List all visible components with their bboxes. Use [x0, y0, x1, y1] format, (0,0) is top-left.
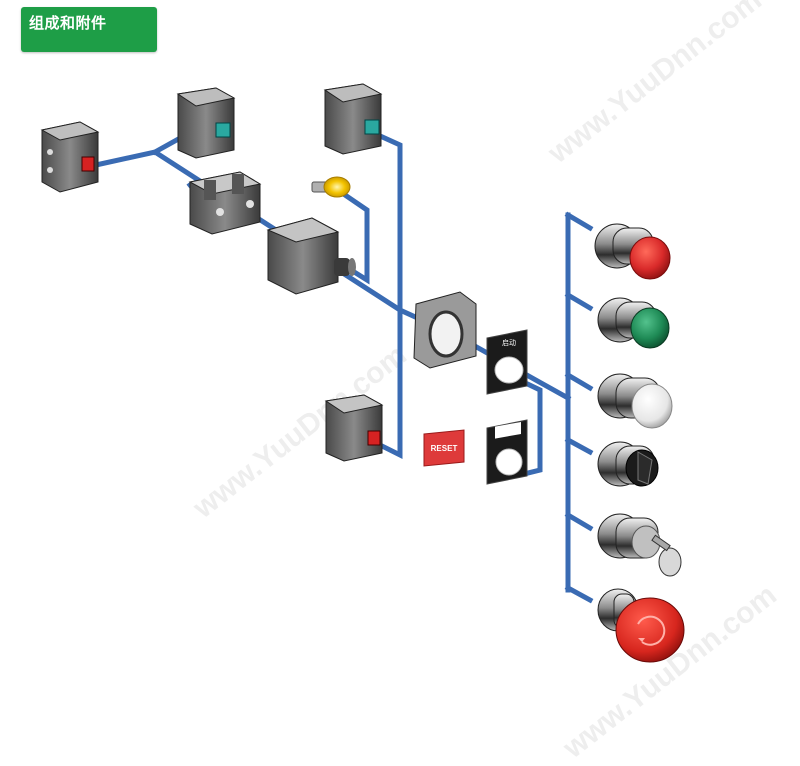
legend-plate-top: 启动 [486, 329, 528, 395]
reset-tag: RESET [423, 429, 465, 467]
legend-plate-label: 启动 [502, 338, 516, 347]
green-flush-pushbutton [597, 297, 670, 349]
emergency-stop-mushroom-button [597, 588, 685, 663]
title-badge: 组成和附件 [21, 7, 157, 52]
double-contact-module [188, 171, 262, 235]
legend-holder-blank [486, 419, 528, 485]
lamp-holder-module [266, 217, 356, 295]
contact-block-right-top [323, 83, 383, 155]
contact-block-bottom [324, 394, 384, 462]
mounting-adapter [413, 291, 477, 369]
selector-switch [597, 441, 659, 487]
components-diagram: 启动 RESET [40, 83, 685, 663]
reset-label: RESET [431, 444, 458, 453]
contact-block-left [40, 121, 100, 193]
key-selector-switch [597, 513, 682, 577]
led-bulb [311, 176, 351, 198]
page-title: 组成和附件 [29, 15, 107, 32]
white-illuminated-pushbutton [597, 373, 673, 429]
contact-block-top [176, 87, 236, 159]
red-flush-pushbutton [594, 223, 671, 280]
